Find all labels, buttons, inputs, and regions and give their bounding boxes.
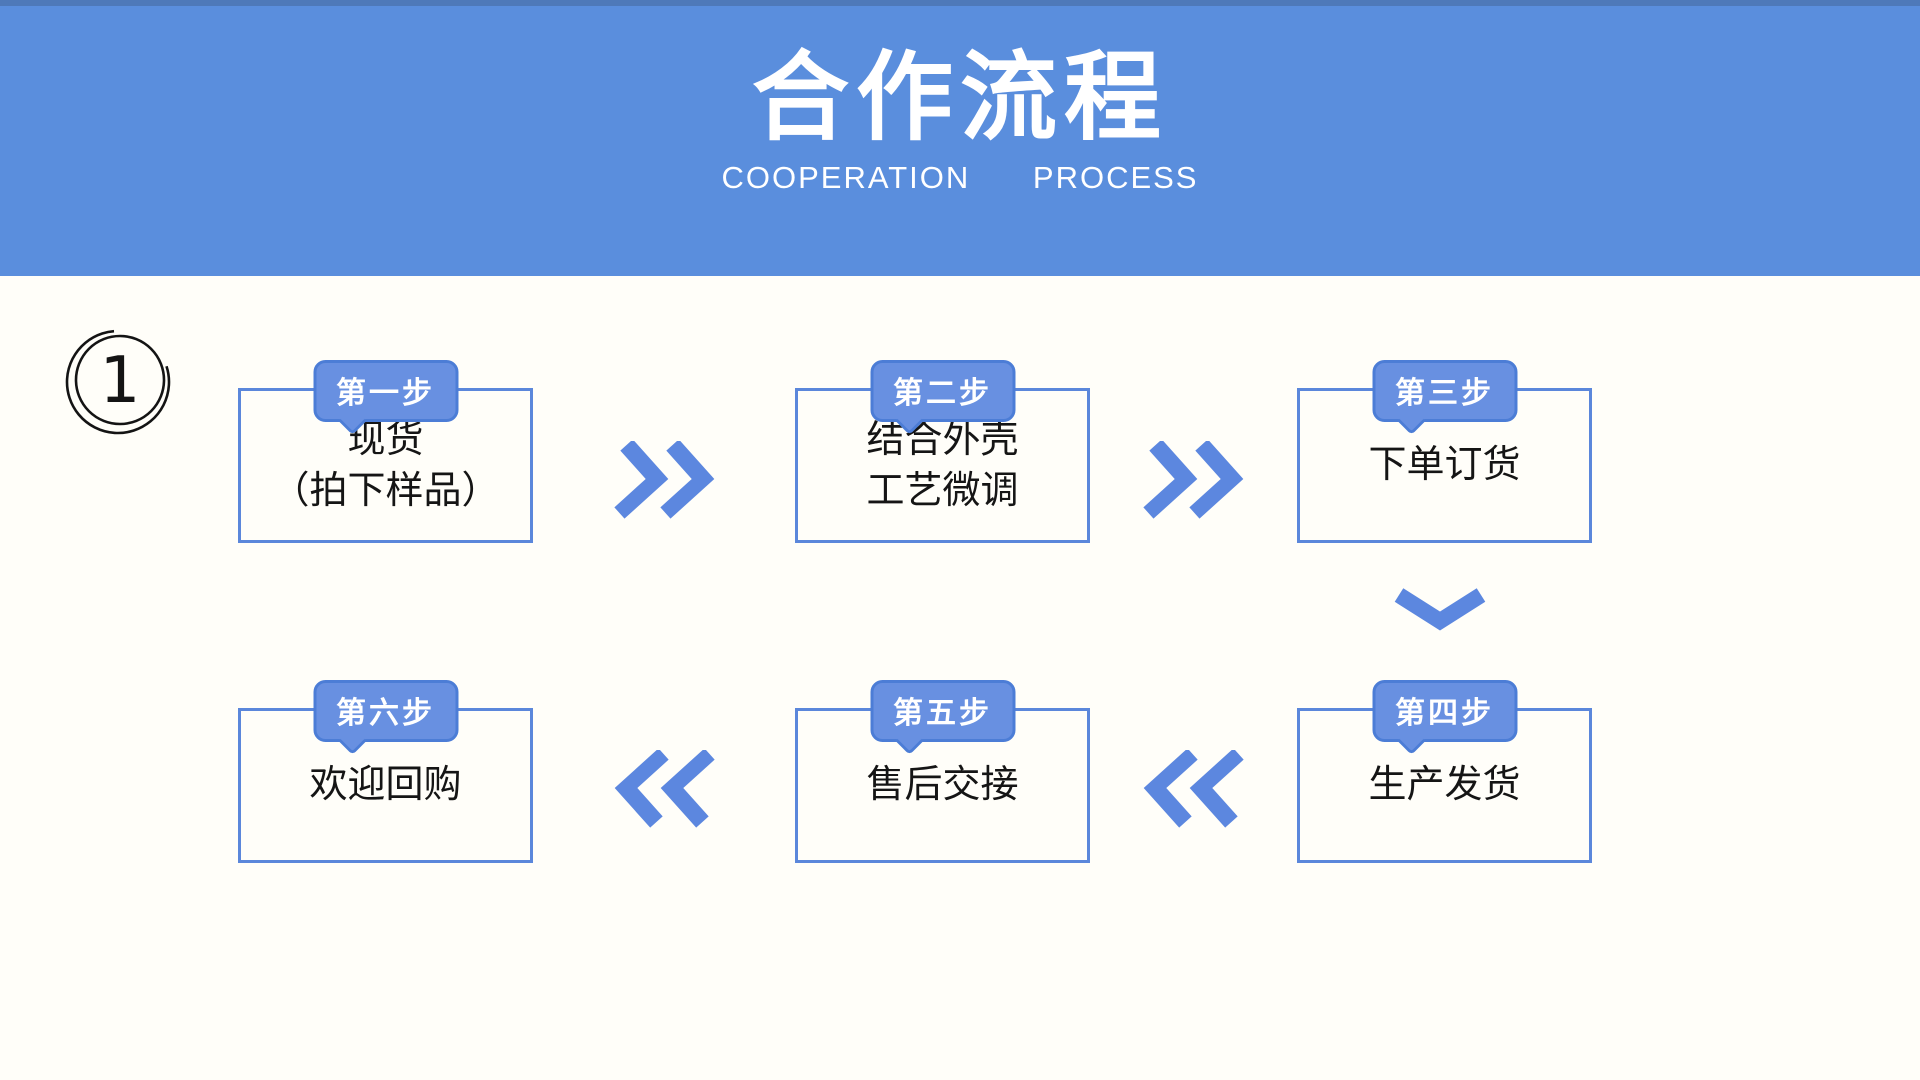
circle-ornament-icon: 1 [65, 329, 171, 435]
step-box-4: 第四步 生产发货 [1297, 680, 1592, 863]
step-box-6: 第六步 欢迎回购 [238, 680, 533, 863]
step-text-line: 欢迎回购 [309, 764, 462, 806]
step-badge-2: 第二步 [870, 360, 1015, 422]
page-title: 合作流程 [752, 43, 1168, 152]
step-badge-label: 第二步 [893, 377, 992, 410]
step-text-line: 下单订货 [1368, 444, 1521, 486]
header-top-strip [0, 0, 1920, 6]
section-number: 1 [100, 344, 141, 418]
step-badge-label: 第四步 [1395, 697, 1494, 730]
double-chevron-right-icon [605, 441, 715, 521]
step-text-line: 生产发货 [1368, 764, 1521, 806]
double-chevron-right-icon [1134, 441, 1244, 521]
step-badge-5: 第五步 [870, 680, 1015, 742]
step-badge-label: 第五步 [893, 697, 992, 730]
step-box-1: 第一步 现货 （拍下样品） [238, 360, 533, 543]
step-box-2: 第二步 结合外壳 工艺微调 [795, 360, 1090, 543]
section-number-circle: 1 [62, 324, 178, 440]
page-subtitle: COOPERATION PROCESS [721, 160, 1199, 195]
chevron-down-icon [1392, 585, 1488, 635]
step-box-5: 第五步 售后交接 [795, 680, 1090, 863]
double-chevron-left-icon [1139, 750, 1249, 830]
step-badge-label: 第三步 [1395, 377, 1494, 410]
double-chevron-left-icon [610, 750, 720, 830]
step-badge-label: 第一步 [336, 377, 435, 410]
header-banner: 合作流程 COOPERATION PROCESS [0, 0, 1920, 276]
step-badge-label: 第六步 [336, 697, 435, 730]
step-text-line: 工艺微调 [866, 469, 1019, 512]
step-badge-3: 第三步 [1372, 360, 1517, 422]
step-badge-4: 第四步 [1372, 680, 1517, 742]
step-badge-6: 第六步 [313, 680, 458, 742]
step-text-line: （拍下样品） [271, 469, 500, 512]
step-box-3: 第三步 下单订货 [1297, 360, 1592, 543]
step-text-line: 结合外壳 [866, 418, 1019, 461]
step-badge-1: 第一步 [313, 360, 458, 422]
step-text-line: 售后交接 [866, 764, 1019, 806]
